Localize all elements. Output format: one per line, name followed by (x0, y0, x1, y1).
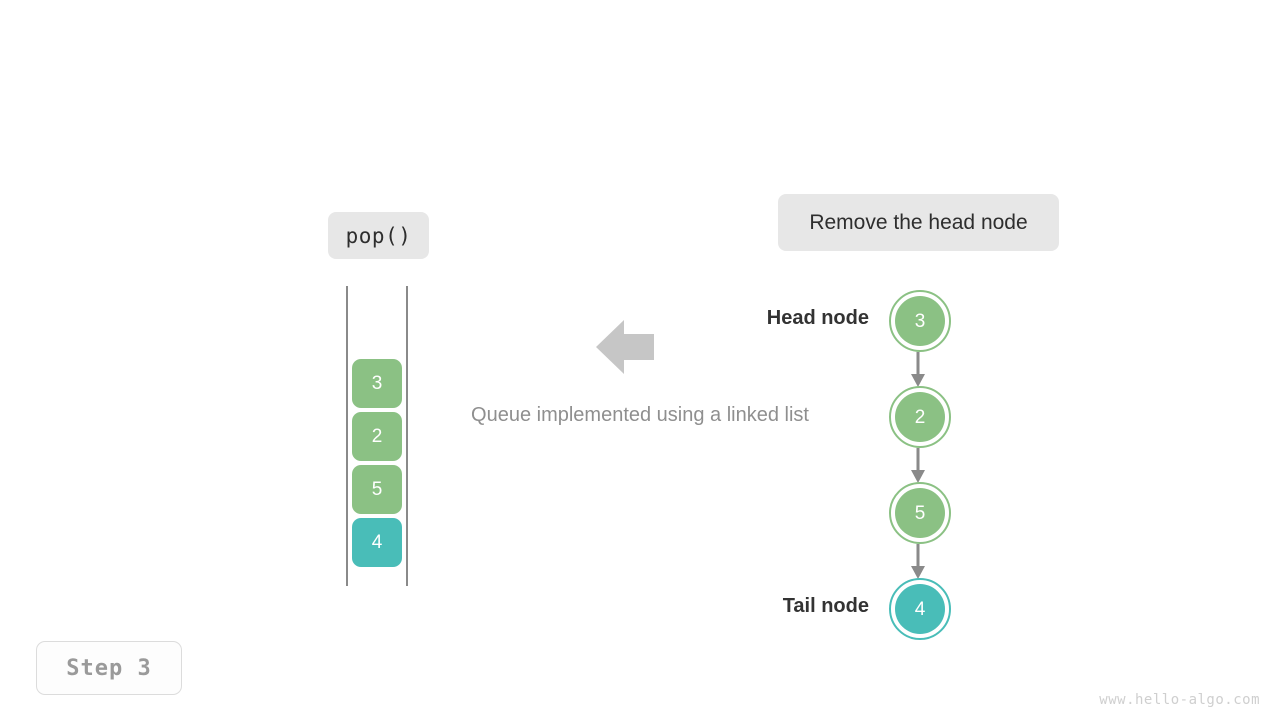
linked-list-node: 3 (889, 290, 951, 352)
linked-list-node: 2 (889, 386, 951, 448)
node-value: 2 (914, 406, 926, 428)
tail-node-label: Tail node (782, 595, 869, 617)
node-disc (895, 584, 945, 634)
linked-list-node-row: Head node 3 (767, 290, 954, 388)
queue-element-value: 2 (371, 425, 383, 447)
queue-wall-right (406, 286, 408, 586)
action-description-label: Remove the head node (778, 194, 1059, 251)
linked-list-node-row: Tail node 4 (783, 578, 954, 642)
node-outer-ring (889, 290, 951, 352)
queue-element: 5 (352, 465, 402, 514)
linked-list-node: 5 (889, 482, 951, 544)
node-value: 3 (914, 310, 926, 332)
node-value: 5 (914, 502, 926, 524)
queue-element: 3 (352, 359, 402, 408)
linked-list-node: 4 (889, 578, 951, 640)
arrow-down-icon (901, 352, 935, 388)
linked-list-node-row: 5 (886, 482, 954, 580)
diagram-caption: Queue implemented using a linked list (471, 404, 809, 426)
queue-wall-left (346, 286, 348, 586)
arrow-down-icon (901, 448, 935, 484)
node-disc (895, 392, 945, 442)
queue-element-value: 4 (371, 531, 383, 553)
node-value: 4 (914, 598, 926, 620)
step-badge: Step 3 (36, 641, 182, 695)
node-outer-ring (889, 386, 951, 448)
node-outer-ring (889, 578, 951, 640)
watermark: www.hello-algo.com (1099, 692, 1260, 708)
queue-element-value: 3 (371, 372, 383, 394)
node-outer-ring (889, 482, 951, 544)
queue-element: 2 (352, 412, 402, 461)
queue-element-value: 5 (371, 478, 383, 500)
linked-list-node-row: 2 (886, 386, 954, 484)
node-disc (895, 488, 945, 538)
arrow-left-icon (596, 320, 654, 374)
queue-container: 3 2 5 4 (346, 286, 408, 586)
operation-label: pop() (328, 212, 429, 259)
queue-element: 4 (352, 518, 402, 567)
head-node-label: Head node (766, 307, 869, 329)
queue-element-list: 3 2 5 4 (346, 359, 408, 567)
arrow-down-icon (901, 544, 935, 580)
node-disc (895, 296, 945, 346)
